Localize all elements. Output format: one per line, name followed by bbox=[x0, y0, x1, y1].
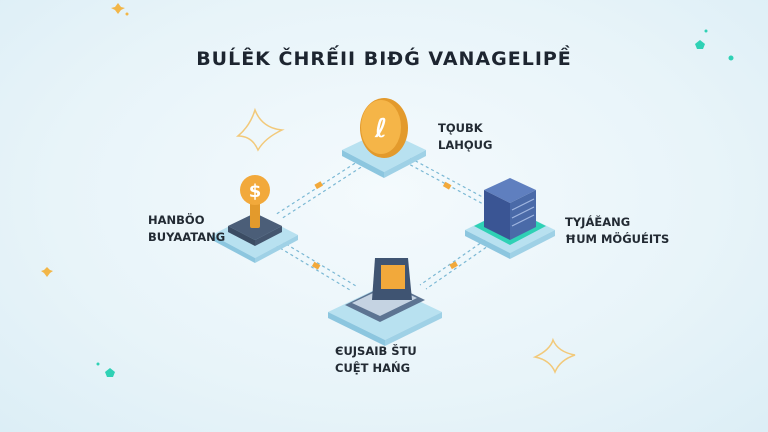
label-line: ЄUJSAIB ŠTU bbox=[335, 344, 417, 358]
svg-text:$: $ bbox=[249, 181, 262, 202]
connector-marker bbox=[449, 261, 458, 270]
connector-marker bbox=[314, 181, 323, 190]
sparkle-decoration bbox=[235, 107, 576, 374]
gem-decoration bbox=[96, 29, 734, 377]
star-decoration bbox=[41, 3, 129, 277]
label-line: ĦUM MÖǴUÉITS bbox=[565, 232, 670, 246]
laptop-screen bbox=[381, 265, 405, 289]
laptop-icon bbox=[345, 258, 425, 322]
node-label-right: TYJÁĔANG ĦUM MÖǴUÉITS bbox=[565, 214, 669, 248]
node-label-top: TǪUBK LAHǪUG bbox=[438, 120, 492, 154]
server-node bbox=[465, 178, 555, 259]
dollar-icon bbox=[240, 175, 270, 205]
connector-top-left bbox=[274, 159, 367, 220]
svg-text:ℓ: ℓ bbox=[374, 114, 387, 144]
node-label-left: HANBÖO BUYAATANG bbox=[148, 212, 225, 246]
connector-marker bbox=[311, 261, 321, 270]
label-line: TYJÁĔANG bbox=[565, 215, 631, 229]
connector-right-bottom bbox=[419, 239, 492, 290]
node-label-bottom: ЄUJSAIB ŠTU CUỆT HAŃG bbox=[335, 343, 417, 377]
label-line: HANBÖO bbox=[148, 213, 205, 227]
laptop-node bbox=[328, 258, 442, 346]
dollar-pin-node: $ bbox=[212, 175, 298, 263]
label-line: TǪUBK bbox=[438, 121, 483, 135]
label-line: BUYAATANG bbox=[148, 230, 226, 244]
server-icon bbox=[484, 178, 536, 240]
connector-left-bottom bbox=[274, 240, 357, 291]
coin-node: ℓ bbox=[342, 98, 426, 178]
label-line: LAHǪUG bbox=[438, 138, 493, 152]
connector-marker bbox=[442, 181, 452, 190]
connector-top-right bbox=[404, 157, 491, 206]
page-title: BUĹÊK ČHRẾII BIĐǴ VANAGELIPỀ bbox=[196, 48, 572, 70]
label-line: CUỆT HAŃG bbox=[335, 361, 411, 375]
